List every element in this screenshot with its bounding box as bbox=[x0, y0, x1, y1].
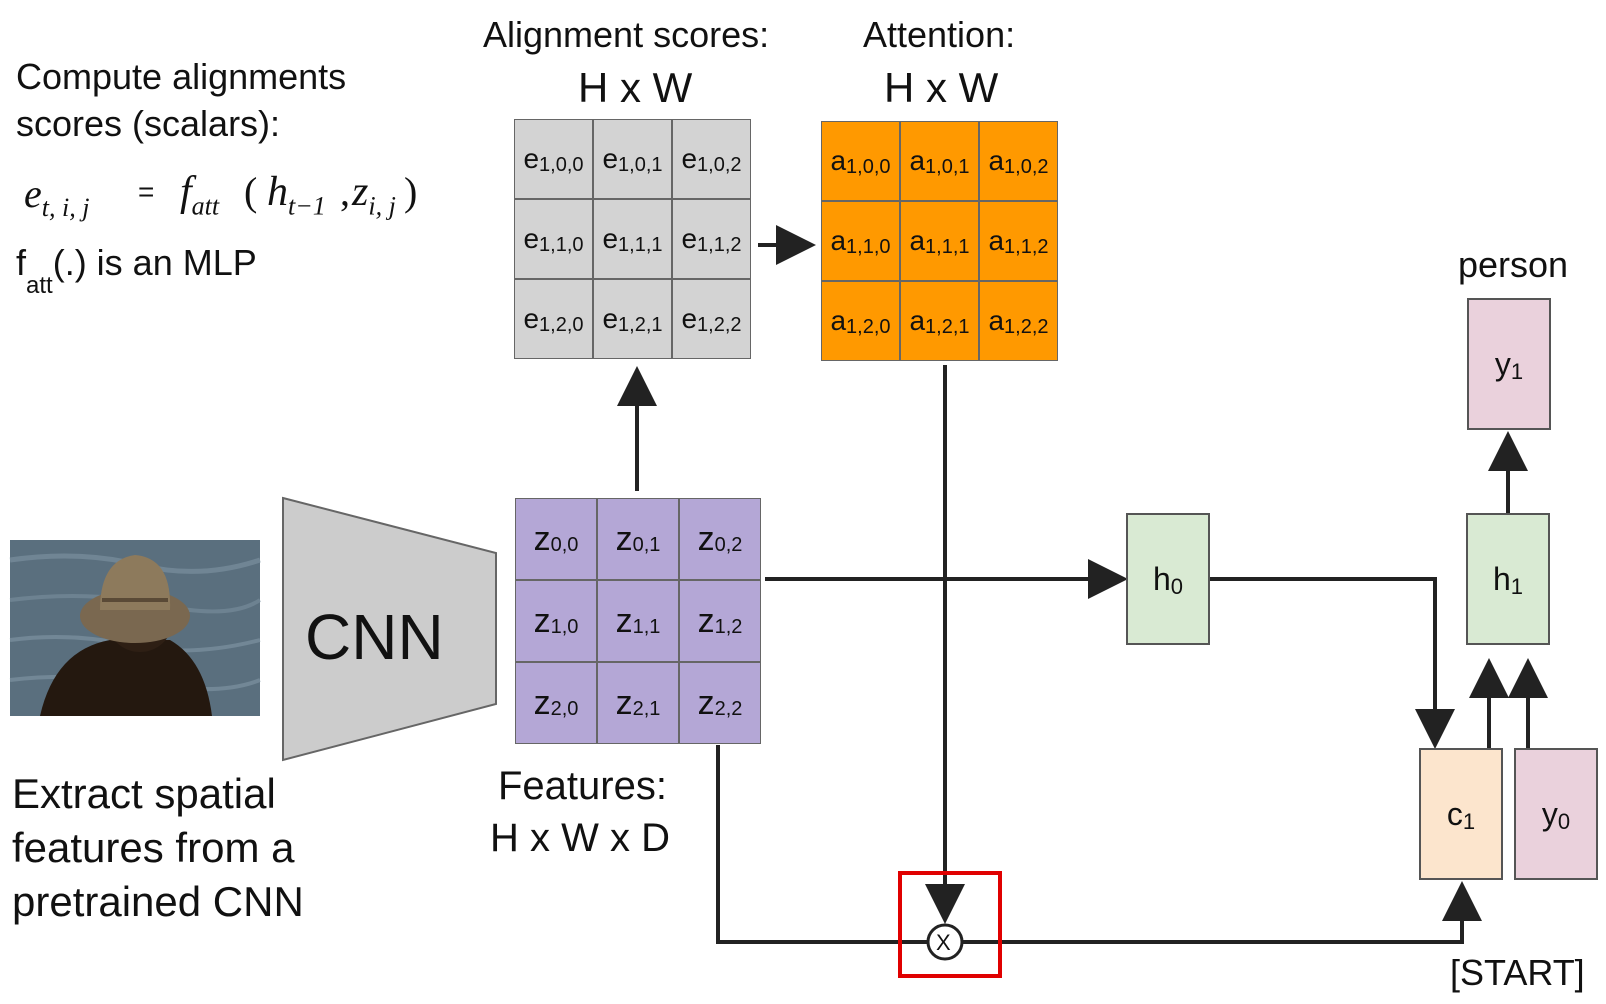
alignment-cell-letter: e bbox=[681, 303, 698, 334]
alignment-cell-letter: e bbox=[523, 143, 540, 174]
attention-cell-letter: a bbox=[830, 305, 847, 336]
line-features-to-multiply bbox=[716, 745, 929, 944]
attention-cell-letter: a bbox=[830, 225, 847, 256]
cnn-label: CNN bbox=[305, 601, 444, 673]
eq-open-paren: ( bbox=[244, 169, 258, 214]
features-cell-letter: z bbox=[615, 683, 633, 722]
attention-cell-letter: a bbox=[988, 305, 1005, 336]
features-cell-letter: z bbox=[533, 519, 551, 558]
features-cell-letter: z bbox=[615, 519, 633, 558]
attention-cell-letter: a bbox=[988, 145, 1005, 176]
alignment-cell-letter: e bbox=[523, 303, 540, 334]
features-dims: H x W x D bbox=[490, 816, 670, 860]
node-h0-letter: h bbox=[1152, 560, 1171, 597]
attention-cell-letter: a bbox=[909, 225, 926, 256]
eq-close-paren: ) bbox=[404, 169, 418, 214]
cnn-block bbox=[282, 496, 497, 762]
alignment-cell-letter: e bbox=[681, 223, 698, 254]
input-photo bbox=[9, 540, 262, 716]
arrow-multiply-to-c1 bbox=[961, 881, 1482, 944]
node-h1-letter: h bbox=[1492, 560, 1511, 597]
attention-dims: H x W bbox=[884, 64, 999, 111]
features-title: Features: bbox=[498, 764, 667, 808]
attention-title: Attention: bbox=[863, 14, 1016, 55]
extract-text-line3: pretrained CNN bbox=[12, 878, 304, 925]
eq-z: zi, j bbox=[352, 169, 396, 221]
multiply-node bbox=[926, 923, 964, 961]
output-word-label: person bbox=[1458, 244, 1569, 285]
eq-h: ht−1 bbox=[267, 169, 326, 221]
multiply-symbol: X bbox=[936, 930, 951, 955]
arrow-h0-to-c1 bbox=[1209, 577, 1455, 749]
start-token-label: [START] bbox=[1450, 952, 1585, 993]
attention-cell-letter: a bbox=[988, 225, 1005, 256]
compute-text-line1: Compute alignments bbox=[16, 56, 347, 97]
features-cell-letter: z bbox=[533, 683, 551, 722]
alignment-cell-letter: e bbox=[602, 223, 619, 254]
features-cell-letter: z bbox=[533, 601, 551, 640]
highlight-box bbox=[898, 871, 1002, 978]
attention-cell-letter: a bbox=[909, 305, 926, 336]
extract-text-line1: Extract spatial bbox=[12, 770, 276, 817]
eq-comma: , bbox=[340, 169, 350, 214]
attention-cell-letter: a bbox=[909, 145, 926, 176]
node-y0-letter: y bbox=[1541, 795, 1558, 832]
node-y1-letter: y bbox=[1494, 345, 1511, 382]
mlp-text: fatt(.) is an MLP bbox=[16, 242, 257, 300]
alignment-cell-letter: e bbox=[523, 223, 540, 254]
alignment-dims: H x W bbox=[578, 64, 693, 111]
compute-text-line2: scores (scalars): bbox=[16, 103, 281, 144]
eq-equals: = bbox=[138, 176, 155, 207]
alignment-cell-letter: e bbox=[681, 143, 698, 174]
extract-text-line2: features from a bbox=[12, 824, 295, 871]
alignment-title: Alignment scores: bbox=[483, 14, 770, 55]
eq-f: fatt bbox=[180, 169, 220, 221]
alignment-cell-letter: e bbox=[602, 143, 619, 174]
features-cell-letter: z bbox=[697, 683, 715, 722]
features-cell-letter: z bbox=[697, 601, 715, 640]
eq-e: et, i, j bbox=[24, 171, 90, 222]
attention-cell-letter: a bbox=[830, 145, 847, 176]
features-cell-letter: z bbox=[615, 601, 633, 640]
features-cell-letter: z bbox=[697, 519, 715, 558]
alignment-cell-letter: e bbox=[602, 303, 619, 334]
node-c1-letter: c bbox=[1446, 795, 1463, 832]
